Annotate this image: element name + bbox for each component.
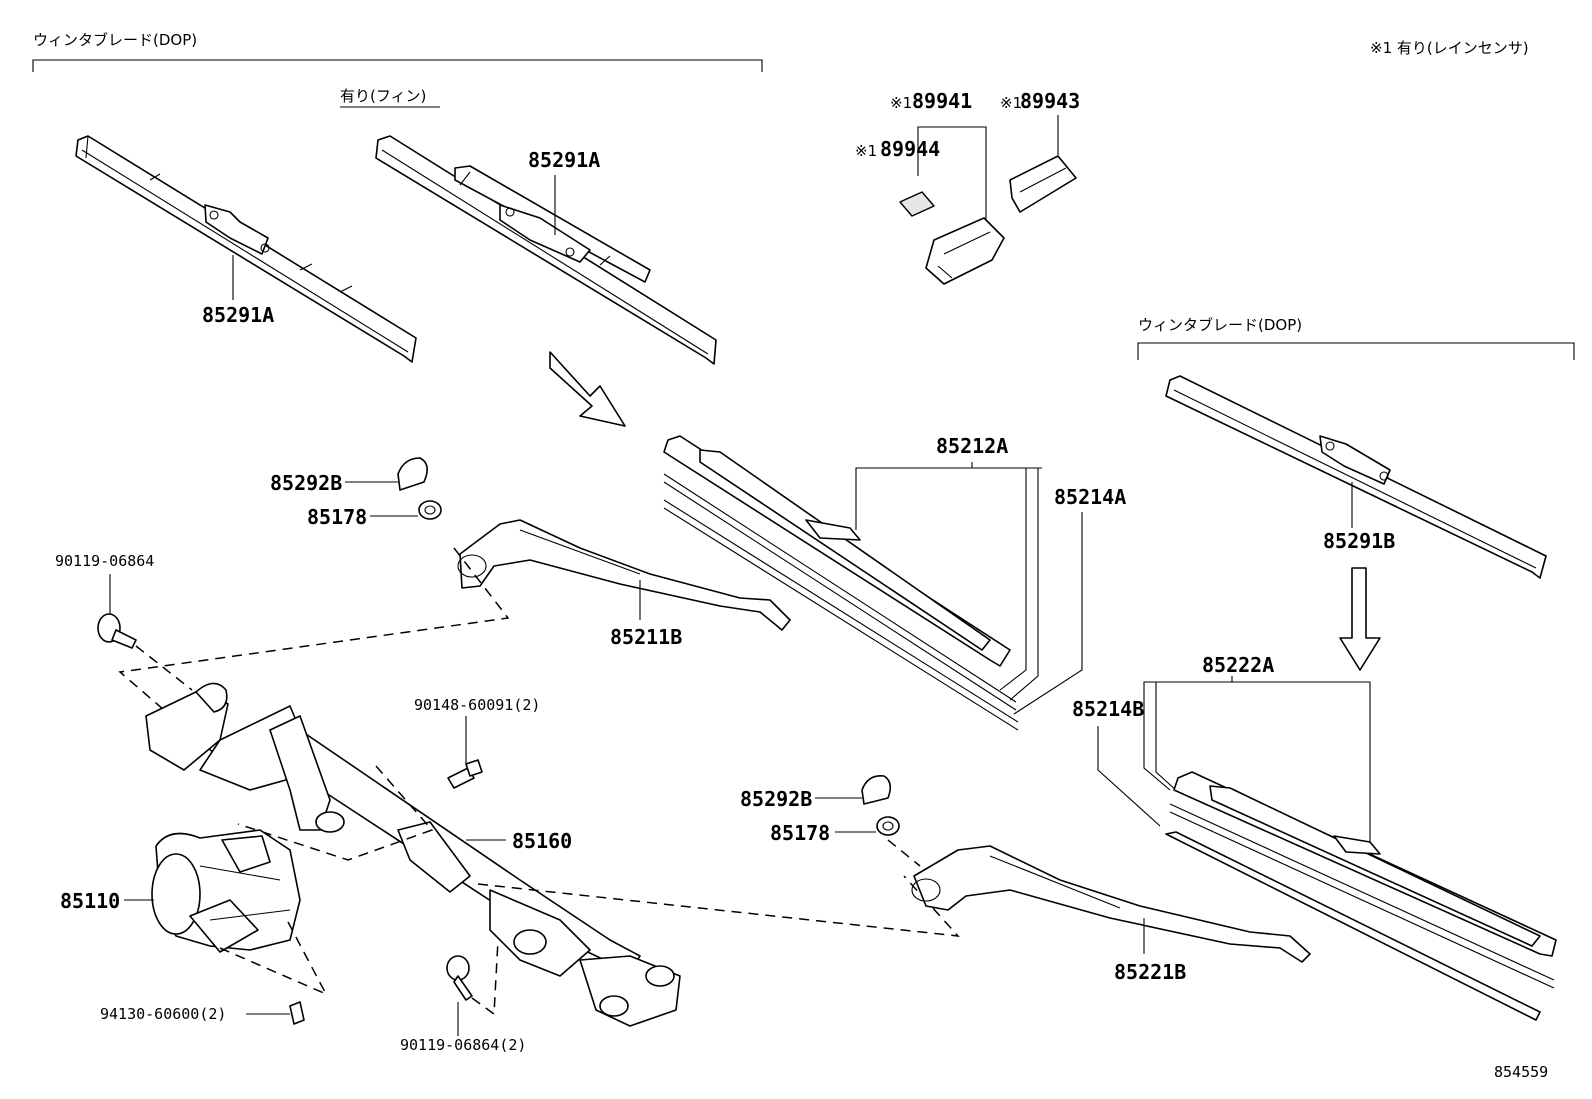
dash-nut-lower	[887, 839, 921, 867]
rain-sensor-89941[interactable]	[925, 217, 1005, 285]
bolt-90119-06864[interactable]	[97, 613, 137, 649]
mark-89944: ※1	[855, 142, 877, 160]
rain-sensor-pad-89944[interactable]	[899, 191, 935, 217]
label-85221B: 85221B	[1114, 960, 1186, 984]
dash-bolt-linkage	[237, 765, 434, 861]
wiper-blade-85291B[interactable]	[1165, 375, 1547, 579]
rain-sensor-cover-89943[interactable]	[1009, 155, 1077, 213]
label-85292B-lower: 85292B	[740, 787, 812, 811]
arrow-down-icon	[1339, 567, 1381, 671]
rubber-refill-85214B[interactable]	[1165, 803, 1555, 1021]
nut-94130-60600[interactable]	[289, 1001, 305, 1025]
wiper-blade-85291A-left[interactable]	[75, 135, 417, 363]
bracket-dop-left	[32, 59, 763, 72]
note-rain-sensor: ※1 有り(レインセンサ)	[1370, 39, 1529, 57]
leader-85212A-down	[999, 468, 1027, 691]
label-85222A: 85222A	[1202, 653, 1274, 677]
arrow-down-right-icon	[549, 351, 626, 427]
wiper-blade-85212A[interactable]	[663, 435, 1011, 667]
label-89943: 89943	[1020, 89, 1080, 113]
leader-85212A-bracket	[855, 467, 1042, 530]
wiper-blade-85222A[interactable]	[1173, 771, 1557, 957]
dash-bolt-upper	[135, 645, 193, 691]
wiper-arm-85211B[interactable]	[457, 519, 791, 631]
leader-85214B	[1097, 726, 1161, 827]
label-90119-06864-2: 90119-06864(2)	[400, 1036, 526, 1054]
header-with-fin: 有り(フィン)	[340, 87, 426, 105]
label-90148-60091: 90148-60091(2)	[414, 696, 540, 714]
label-85110: 85110	[60, 889, 120, 913]
wiper-linkage-85160[interactable]	[145, 682, 681, 1027]
cap-85292B-lower[interactable]	[861, 774, 892, 805]
nut-85178-lower[interactable]	[876, 816, 900, 836]
label-85214B: 85214B	[1072, 697, 1144, 721]
label-85292B-upper: 85292B	[270, 471, 342, 495]
label-90119-06864: 90119-06864	[55, 552, 154, 570]
label-85214A: 85214A	[1054, 485, 1126, 509]
leader-85222A-left	[1143, 676, 1233, 791]
bracket-dop-right	[1137, 342, 1575, 360]
leader-85214A	[1013, 512, 1083, 715]
label-85178-lower: 85178	[770, 821, 830, 845]
leader-85212A-down2	[1009, 468, 1039, 701]
mark-89943: ※1	[1000, 94, 1022, 112]
header-wiper-blade-dop-left: ウィンタブレード(DOP)	[33, 31, 197, 49]
bolt-90148-60091[interactable]	[447, 759, 483, 789]
label-94130-60600: 94130-60600(2)	[100, 1005, 226, 1023]
wiper-arm-85221B[interactable]	[911, 845, 1311, 963]
label-85160: 85160	[512, 829, 572, 853]
bolt-90119-06864-2[interactable]	[446, 955, 473, 1001]
label-85212A: 85212A	[936, 434, 1008, 458]
leader-89941-89944	[917, 126, 987, 222]
label-85291A-left: 85291A	[202, 303, 274, 327]
label-89944: 89944	[880, 137, 940, 161]
label-85291A-fin: 85291A	[528, 148, 600, 172]
cap-85292B-upper[interactable]	[397, 457, 428, 491]
wiper-motor-85110[interactable]	[151, 829, 301, 953]
wiper-blade-85291A-fin[interactable]	[375, 135, 717, 365]
dash-motor-nut	[219, 921, 328, 996]
nut-85178-upper[interactable]	[418, 500, 442, 520]
label-89941: 89941	[912, 89, 972, 113]
label-85178-upper: 85178	[307, 505, 367, 529]
leader-85222A-left2	[1155, 682, 1179, 793]
header-wiper-blade-dop-right: ウィンタブレード(DOP)	[1138, 316, 1302, 334]
leader-85222A-right	[1232, 681, 1371, 848]
diagram-id: 854559	[1494, 1063, 1548, 1081]
label-85211B: 85211B	[610, 625, 682, 649]
mark-89941: ※1	[890, 94, 912, 112]
label-85291B: 85291B	[1323, 529, 1395, 553]
dash-bolt-lower	[471, 939, 499, 1016]
rubber-refill-85214A[interactable]	[663, 473, 1019, 731]
